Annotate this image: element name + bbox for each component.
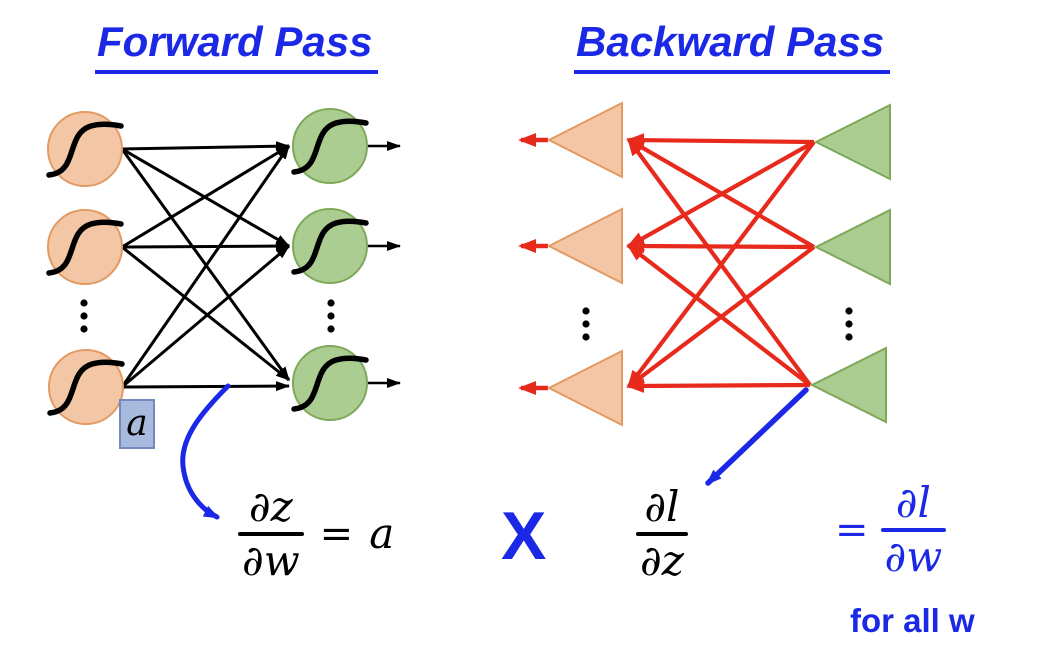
gradient-edge [627,137,812,387]
denominator: ∂w [884,531,943,581]
triangle-orange-1 [546,101,623,179]
sigmoid-icon [47,359,125,416]
numerator: ∂l [644,482,680,531]
sigmoid-icon [46,121,124,178]
forward-weight-edges [120,141,291,392]
result-a: a [369,508,395,558]
sigmoid-icon [291,355,369,412]
backward-pass-title: Backward Pass [574,21,891,74]
neuron-input-3 [47,349,125,425]
triangle-orange-2 [546,207,623,285]
forward-edge [121,141,290,152]
formula-dzdw: ∂z ∂w = a [238,482,394,585]
formula-dldw: = ∂l ∂w [829,478,947,581]
triangle-green-3 [809,346,887,424]
activation-label-box: a [119,399,155,449]
backward-right-triangles [809,103,891,424]
ellipsis-dots-backward-left [582,307,590,341]
equals-sign: = [319,510,354,557]
fraction-dldz: ∂l ∂z [636,482,688,585]
gradient-edge [626,133,815,148]
multiply-sign: X [501,498,547,574]
fraction-dzdw: ∂z ∂w [238,482,304,585]
for-all-w-note: for all w [850,602,975,639]
backward-network [518,101,891,427]
neuron-input-2 [46,209,124,285]
equals-sign: = [835,506,869,553]
ellipsis-dots-forward-right [327,299,335,333]
forward-network [46,108,401,425]
sigmoid-icon [46,219,124,276]
neuron-output-3 [291,345,369,421]
forward-edge [121,245,290,382]
formula-dldz: ∂l ∂z [636,482,688,585]
forward-edge [120,145,291,388]
sigmoid-icon [291,118,369,175]
denominator: ∂w [242,535,300,585]
callout-arrow-backward [705,387,809,486]
activation-label: a [126,403,148,444]
triangle-orange-3 [546,349,623,427]
backward-gradient-edges [626,133,816,393]
triangle-green-1 [813,103,891,181]
neuron-input-1 [46,111,124,187]
gradient-edge [626,239,815,254]
gradient-edge [626,378,811,393]
fraction-bar [636,531,688,536]
numerator: ∂z [248,482,293,531]
forward-edge [121,241,290,252]
input-neurons [46,111,125,425]
neuron-output-2 [291,208,369,284]
fraction-bar [238,531,304,536]
fraction-bar [880,527,947,532]
backward-left-triangles [546,101,623,427]
forward-pass-title: Forward Pass [95,21,379,74]
numerator: ∂l [895,478,931,527]
output-neurons [291,108,369,421]
denominator: ∂z [640,535,684,585]
ellipsis-dots-backward-right [845,307,853,341]
backward-output-arrows [518,133,548,395]
sigmoid-icon [291,218,369,275]
gradient-edge [626,138,816,249]
forward-edge [121,381,290,392]
forward-edge [121,244,290,389]
forward-output-arrows [367,141,401,388]
triangle-green-2 [813,208,891,286]
forward-edge [121,144,290,249]
fraction-dldw: ∂l ∂w [880,478,947,581]
gradient-edge [626,244,812,387]
callout-arrow-forward [180,383,231,520]
neuron-output-1 [291,108,369,184]
ellipsis-dots-forward-left [80,299,88,333]
